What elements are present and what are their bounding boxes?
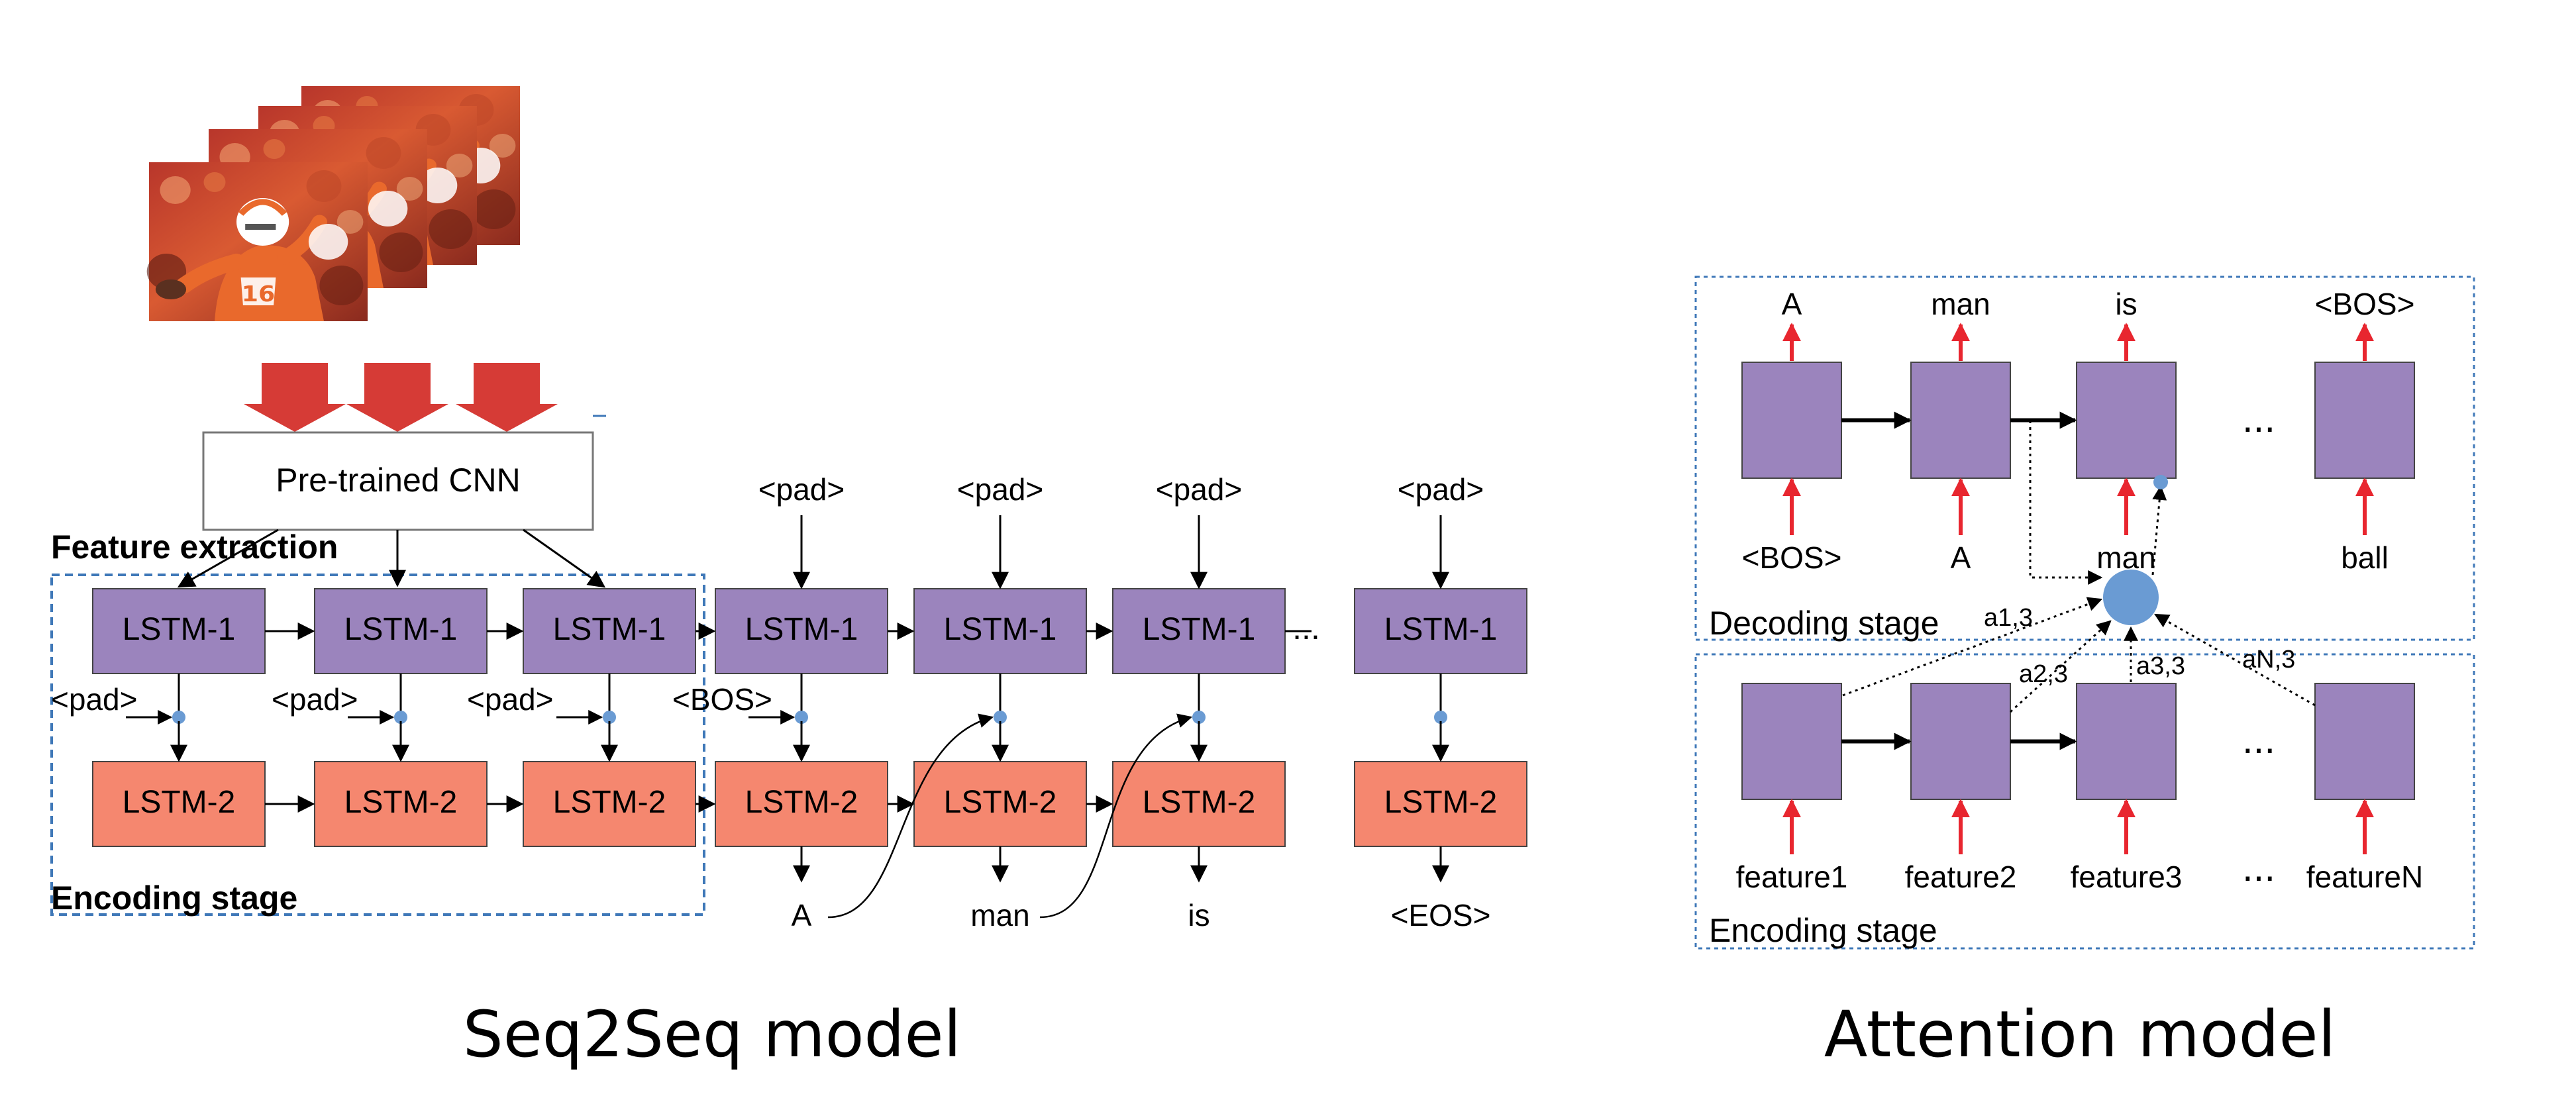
decoder-output-label: man bbox=[1931, 287, 1990, 321]
decoder-attention-dot bbox=[2153, 475, 2168, 489]
output-word-label: A bbox=[792, 898, 812, 932]
pad-input-label: <pad> bbox=[1156, 472, 1242, 507]
lstm1-label: LSTM-1 bbox=[1143, 612, 1256, 647]
lstm1-box bbox=[523, 588, 696, 674]
lstm1-label: LSTM-1 bbox=[344, 612, 458, 647]
attention-weight-lines bbox=[1842, 418, 2316, 713]
attention-context-node bbox=[2103, 570, 2159, 625]
lstm2-label: LSTM-2 bbox=[1143, 785, 1256, 820]
lstm2-box bbox=[92, 761, 266, 847]
encoder-input-label: feature1 bbox=[1736, 860, 1848, 894]
concat-dot bbox=[172, 711, 185, 724]
frame-down-arrow bbox=[244, 363, 346, 432]
encoder-ellipsis: ... bbox=[2242, 717, 2275, 762]
encoder-input-ellipsis: ... bbox=[2242, 845, 2275, 889]
encoder-input-label: feature3 bbox=[2071, 860, 2183, 894]
lstm1-label: LSTM-1 bbox=[553, 612, 666, 647]
weight-aN-label: aN,3 bbox=[2242, 646, 2295, 674]
output-word-label: man bbox=[970, 898, 1029, 932]
concat-dot bbox=[1434, 711, 1447, 724]
pad-input-label: <pad> bbox=[758, 472, 845, 507]
lstm2-label: LSTM-2 bbox=[553, 785, 666, 820]
lstm1-label: LSTM-1 bbox=[1384, 612, 1498, 647]
side-input-label: <pad> bbox=[51, 682, 137, 717]
side-input-label: <pad> bbox=[272, 682, 358, 717]
lstm1-label: LSTM-1 bbox=[944, 612, 1057, 647]
lstm1-label: LSTM-1 bbox=[745, 612, 858, 647]
feature-extraction-label: Feature extraction bbox=[51, 528, 338, 566]
decoder-output-label: <BOS> bbox=[2315, 287, 2415, 321]
decoder-output-label: is bbox=[2115, 287, 2137, 321]
seq2seq-caption: Seq2Seq model bbox=[463, 997, 961, 1072]
decoder-cell-box bbox=[2076, 362, 2177, 479]
cnn-input-arrows bbox=[244, 363, 606, 432]
lstm1-box bbox=[1112, 588, 1286, 674]
decoding-stage-box bbox=[1694, 276, 2475, 641]
encoder-cell-box bbox=[1910, 683, 2011, 800]
lstm2-label: LSTM-2 bbox=[944, 785, 1057, 820]
encoder-input-label: feature2 bbox=[1905, 860, 2017, 894]
pad-input-label: <pad> bbox=[1398, 472, 1484, 507]
decoder-input-label: <BOS> bbox=[1742, 540, 1842, 575]
lstm2-label: LSTM-2 bbox=[123, 785, 236, 820]
weight-a2-label: a2,3 bbox=[2019, 660, 2068, 688]
cnn-label: Pre-trained CNN bbox=[276, 462, 521, 499]
decoder-input-label: A bbox=[1951, 540, 1971, 575]
concat-dot bbox=[795, 711, 808, 724]
lstm2-label: LSTM-2 bbox=[344, 785, 458, 820]
decoder-ellipsis: ... bbox=[2242, 396, 2275, 440]
seq2seq-ellipsis: ... bbox=[1292, 609, 1320, 646]
weight-a3-label: a3,3 bbox=[2136, 652, 2185, 680]
concat-dot bbox=[394, 711, 407, 724]
attention-encoding-stage-label: Encoding stage bbox=[1709, 912, 1937, 949]
lstm2-box bbox=[1354, 761, 1527, 847]
output-word-label: is bbox=[1188, 898, 1210, 932]
decoder-cell-box bbox=[1741, 362, 1842, 479]
video-frame-image bbox=[147, 162, 368, 321]
encoder-input-label: featureN bbox=[2306, 860, 2423, 894]
attention-columns: A<BOS>feature1manAfeature2ismanfeature3<… bbox=[1736, 287, 2424, 894]
feedback-curve-arrow bbox=[827, 713, 994, 919]
decoder-output-label: A bbox=[1782, 287, 1802, 321]
decoder-input-label: man bbox=[2096, 540, 2155, 575]
feedback-curve-arrow bbox=[1039, 713, 1193, 919]
lstm2-label: LSTM-2 bbox=[745, 785, 858, 820]
lstm1-box bbox=[913, 588, 1087, 674]
frame-down-arrow bbox=[346, 363, 448, 432]
lstm2-box bbox=[913, 761, 1087, 847]
side-input-label: <pad> bbox=[467, 682, 553, 717]
decoding-stage-label: Decoding stage bbox=[1709, 605, 1939, 642]
weight-a1-label: a1,3 bbox=[1984, 604, 2033, 632]
decoder-cell-box bbox=[1910, 362, 2011, 479]
lstm1-label: LSTM-1 bbox=[123, 612, 236, 647]
output-word-label: <EOS> bbox=[1391, 898, 1491, 932]
pad-input-label: <pad> bbox=[957, 472, 1043, 507]
lstm2-label: LSTM-2 bbox=[1384, 785, 1498, 820]
cnn-to-lstm-arrows bbox=[177, 528, 606, 588]
decoder-cell-box bbox=[2314, 362, 2415, 479]
encoder-cell-box bbox=[2076, 683, 2177, 800]
video-frame-stack bbox=[147, 86, 520, 321]
attention-encoding-stage-box bbox=[1694, 653, 2475, 950]
encoder-cell-box bbox=[2314, 683, 2415, 800]
encoder-cell-box bbox=[1741, 683, 1842, 800]
side-input-label: <BOS> bbox=[672, 682, 772, 717]
attention-caption: Attention model bbox=[1824, 997, 2336, 1072]
decoder-input-label: ball bbox=[2341, 540, 2389, 575]
concat-dot bbox=[1192, 711, 1206, 724]
frame-down-arrow bbox=[456, 363, 558, 432]
concat-dot bbox=[994, 711, 1007, 724]
encoding-stage-box bbox=[50, 574, 705, 916]
concat-dot bbox=[603, 711, 616, 724]
encoding-stage-label: Encoding stage bbox=[51, 879, 297, 917]
lstm2-box bbox=[1112, 761, 1286, 847]
